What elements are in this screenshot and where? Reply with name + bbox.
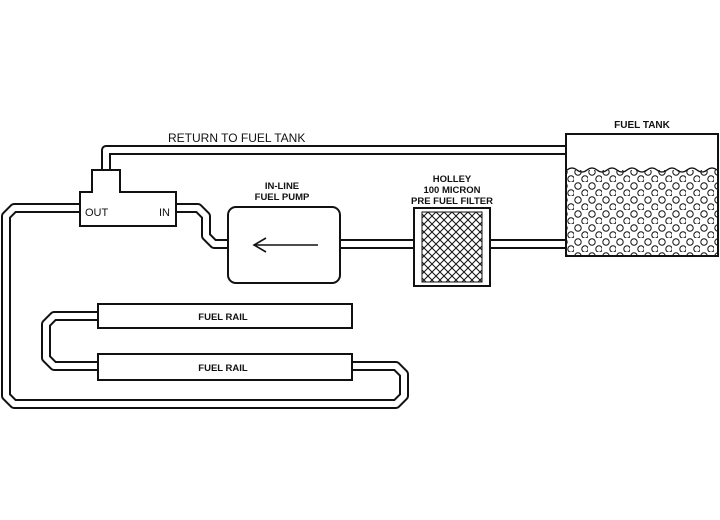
- fuel-filter: [413, 207, 491, 287]
- fuel-rail-bottom-label: FUEL RAIL: [198, 363, 248, 374]
- fuel-in-tank: [567, 170, 717, 255]
- return-line: [101, 145, 571, 177]
- filter-label-line1: HOLLEY: [433, 174, 472, 185]
- left-arrow-icon: [252, 237, 318, 253]
- fuel-pump: [227, 206, 341, 284]
- fuel-rail-top: [97, 303, 353, 329]
- regulator-out-label: OUT: [85, 207, 109, 219]
- fuel-rail-bottom: [97, 353, 353, 381]
- fuel-rail-top-label: FUEL RAIL: [198, 312, 248, 323]
- fuel-tank-label: FUEL TANK: [614, 120, 671, 131]
- return-line-label: RETURN TO FUEL TANK: [168, 131, 305, 145]
- rail-crossover-line: [41, 311, 103, 371]
- fuel-regulator: [79, 169, 177, 227]
- filter-media: [421, 211, 483, 283]
- fuel-tank: [565, 133, 719, 257]
- pump-label-line1: IN-LINE: [265, 181, 299, 192]
- regulator-in-label: IN: [159, 207, 170, 219]
- filter-label-line3: PRE FUEL FILTER: [411, 196, 493, 207]
- fuel-surface-wave: [566, 167, 718, 173]
- feed-line: [1, 203, 409, 409]
- filter-label-line2: 100 MICRON: [423, 185, 480, 196]
- pump-label-line2: FUEL PUMP: [255, 192, 310, 203]
